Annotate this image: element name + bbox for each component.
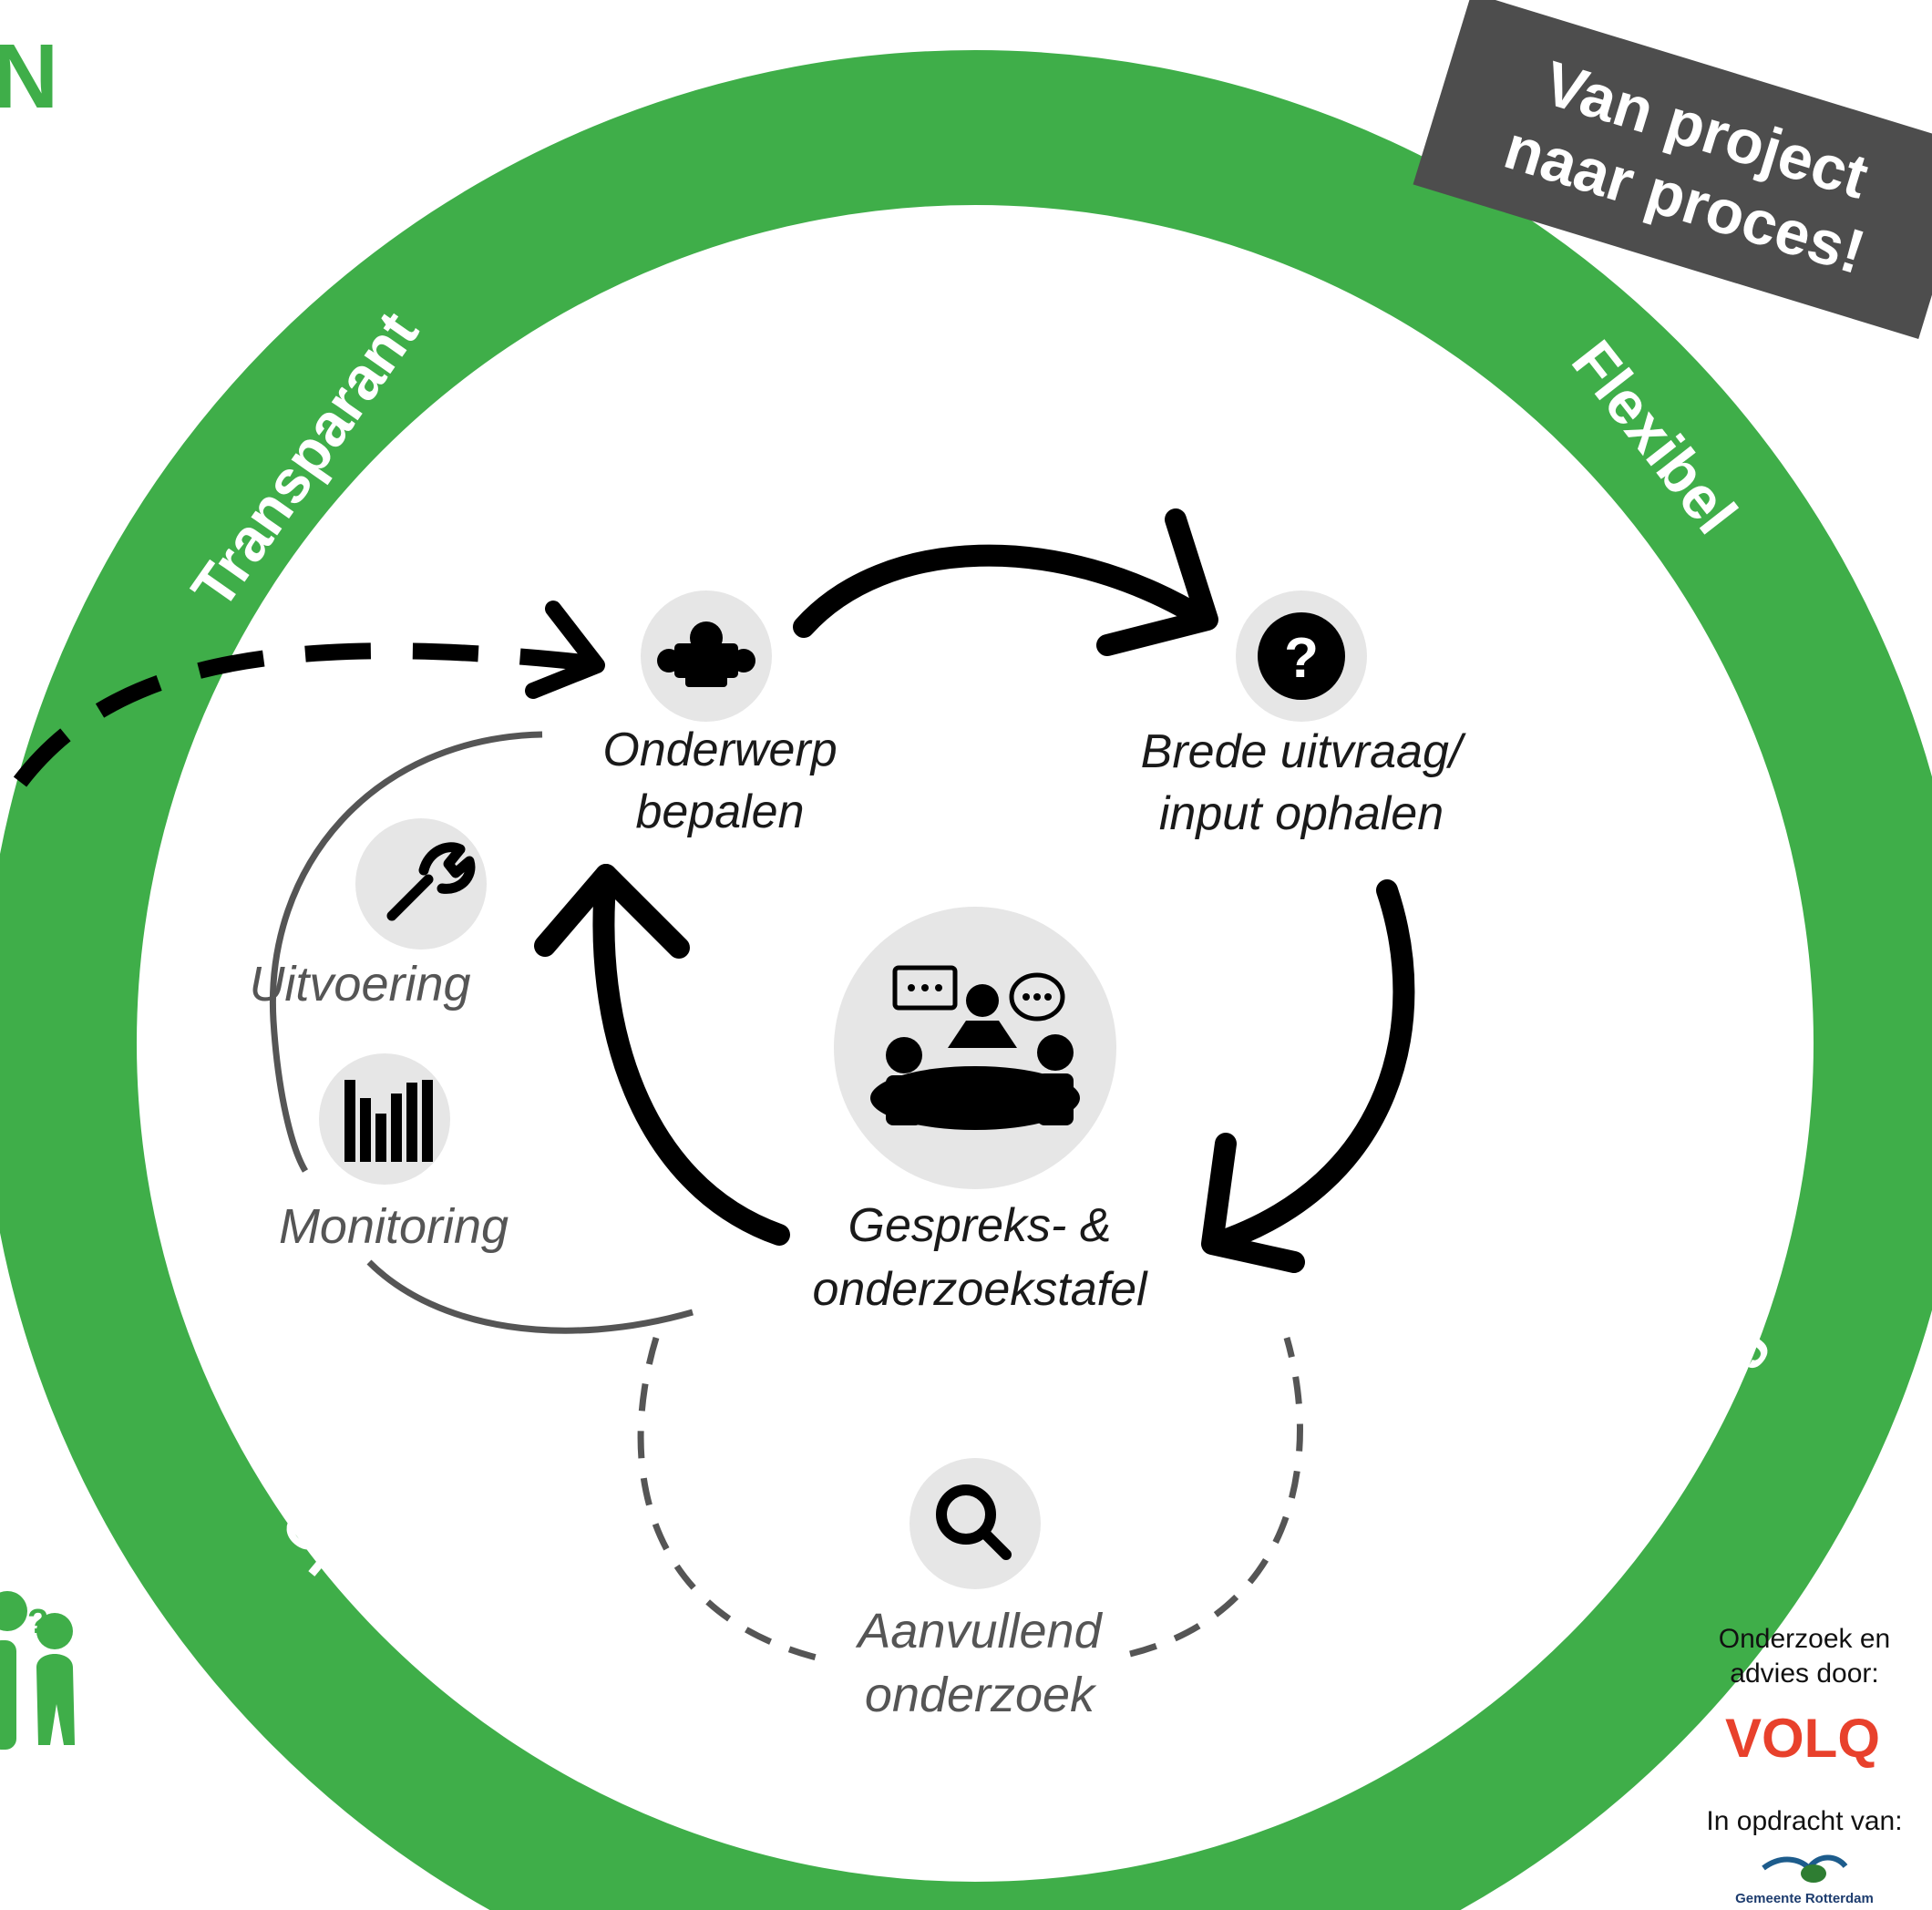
credit-research-line-2: advies door: xyxy=(1730,1658,1878,1689)
step-gesprek-line-1: Gespreks- & xyxy=(848,1199,1112,1252)
puzzle-icon xyxy=(657,621,755,687)
step-uitvoering-label: Uitvoering xyxy=(249,957,470,1011)
magnifier-icon-bg xyxy=(909,1458,1041,1589)
rotterdam-logo-icon xyxy=(1762,1854,1848,1883)
cycle-arrow-left xyxy=(534,864,790,1246)
credit-client-line: In opdracht van: xyxy=(1706,1806,1902,1836)
bar-chart-icon xyxy=(344,1080,433,1162)
question-icon xyxy=(1258,612,1345,700)
incoming-dashed-arrow xyxy=(13,601,605,787)
step-uitvoering: Uitvoering xyxy=(249,818,487,1011)
step-aanvullend: Aanvullend onderzoek xyxy=(855,1458,1104,1722)
step-onderwerp-line-2: bepalen xyxy=(635,786,804,838)
rotterdam-logo-text: Gemeente Rotterdam xyxy=(1735,1891,1874,1906)
step-uitvraag: ? Brede uitvraag/ input ophalen xyxy=(1141,590,1466,840)
step-uitvraag-line-1: Brede uitvraag/ xyxy=(1141,725,1466,778)
step-uitvraag-line-2: input ophalen xyxy=(1159,787,1444,840)
step-aanvullend-line-1: Aanvullend xyxy=(855,1604,1103,1658)
svg-text:?: ? xyxy=(1284,627,1319,690)
step-gesprek: Gespreks- & onderzoekstafel xyxy=(812,907,1148,1316)
magnifier-icon xyxy=(936,1484,1012,1560)
research-dashed-loop xyxy=(637,1336,1303,1662)
step-aanvullend-line-2: onderzoek xyxy=(865,1668,1097,1722)
credit-research-line-1: Onderzoek en xyxy=(1719,1624,1890,1654)
step-onderwerp: Onderwerp bepalen xyxy=(602,590,838,838)
svg-text:?: ? xyxy=(27,1603,48,1641)
banner: Van project naar proces! xyxy=(1413,0,1932,339)
step-monitoring: Monitoring xyxy=(279,1053,509,1254)
step-onderwerp-line-1: Onderwerp xyxy=(602,724,837,776)
cycle-arrow-right xyxy=(1201,879,1415,1273)
people-illustration: ? xyxy=(0,1591,75,1750)
credits: Onderzoek en advies door: VOLQ In opdrac… xyxy=(1706,1624,1902,1906)
step-gesprek-line-2: onderzoekstafel xyxy=(812,1263,1148,1316)
cycle-arrow-top xyxy=(793,508,1218,656)
wrench-icon xyxy=(386,842,476,921)
volq-logo: VOLQ xyxy=(1725,1708,1880,1769)
step-monitoring-label: Monitoring xyxy=(279,1199,509,1254)
corner-title-fragment: N xyxy=(0,26,58,128)
green-ring xyxy=(0,50,1932,1910)
execution-loop xyxy=(269,731,694,1334)
meeting-table-icon xyxy=(870,965,1080,1130)
